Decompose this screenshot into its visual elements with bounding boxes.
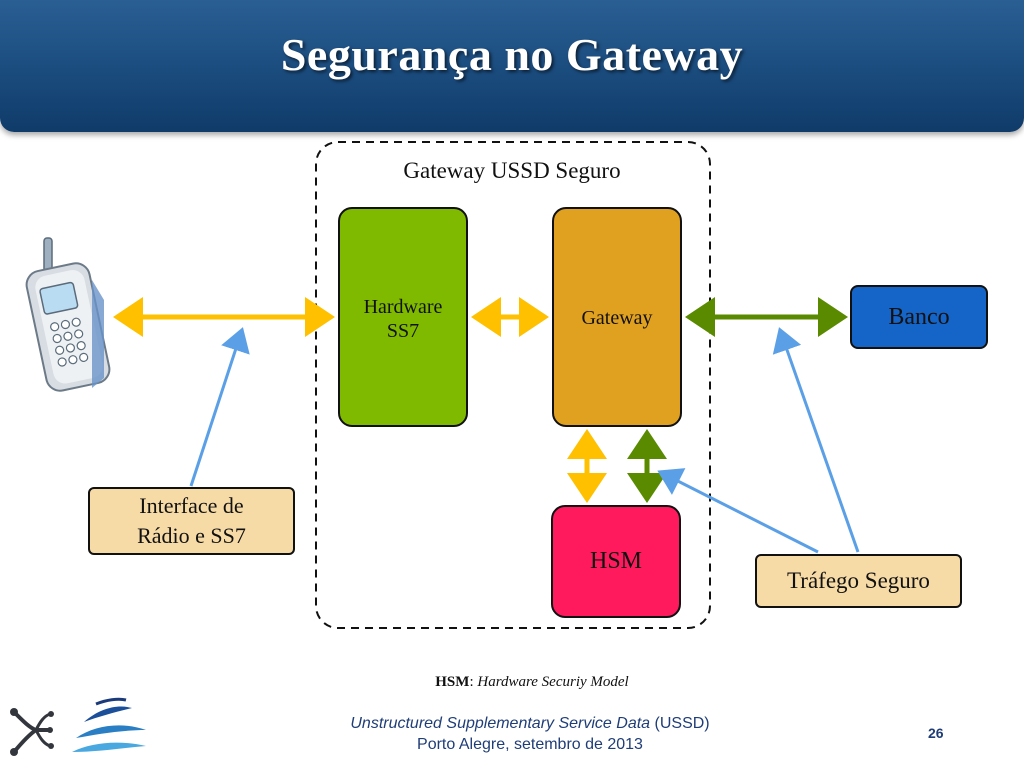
hardware-ss7-box: Hardware SS7 [338, 207, 468, 427]
interface-pointer-arrow [189, 327, 250, 487]
trafego-pointer-arrow-left [657, 468, 819, 554]
hsm-box: HSM [551, 505, 681, 618]
hardware-label-line2: SS7 [386, 320, 420, 342]
footnote-abbr: HSM [435, 674, 470, 690]
hsm-label: HSM [589, 548, 643, 574]
footer-location-date: Porto Alegre, setembro de 2013 [417, 736, 643, 753]
banco-box: Banco [850, 285, 988, 349]
gateway-label: Gateway [581, 307, 653, 329]
banco-label: Banco [888, 303, 950, 330]
institution-logo-network [10, 708, 54, 756]
institution-logo-wave [72, 697, 146, 752]
slide-title: Segurança no Gateway [280, 29, 744, 80]
trafego-pointer-arrow-right [772, 327, 860, 553]
footer-title-rest: (USSD) [650, 715, 710, 732]
title-bar [0, 0, 1024, 132]
interface-label-line2: Rádio e SS7 [137, 523, 246, 548]
footnote-definition: Hardware Securiy Model [477, 674, 629, 690]
mobile-phone-icon [25, 237, 111, 392]
footer-title-italic: Unstructured Supplementary Service Data [350, 715, 651, 732]
hardware-label-line1: Hardware [363, 296, 443, 318]
group-label: Gateway USSD Seguro [403, 158, 621, 183]
footnote-separator: : [469, 674, 474, 690]
interface-radio-ss7-box: Interface de Rádio e SS7 [88, 487, 295, 555]
interface-label-line1: Interface de [139, 493, 244, 518]
trafego-seguro-box: Tráfego Seguro [755, 554, 962, 608]
trafego-label: Tráfego Seguro [787, 568, 930, 593]
page-number: 26 [928, 725, 944, 741]
gateway-group-border [315, 141, 711, 629]
hsm-footnote: HSM: Hardware Securiy Model [0, 674, 1024, 691]
gateway-box: Gateway [552, 207, 682, 427]
slide-footer: Unstructured Supplementary Service Data … [280, 713, 780, 755]
